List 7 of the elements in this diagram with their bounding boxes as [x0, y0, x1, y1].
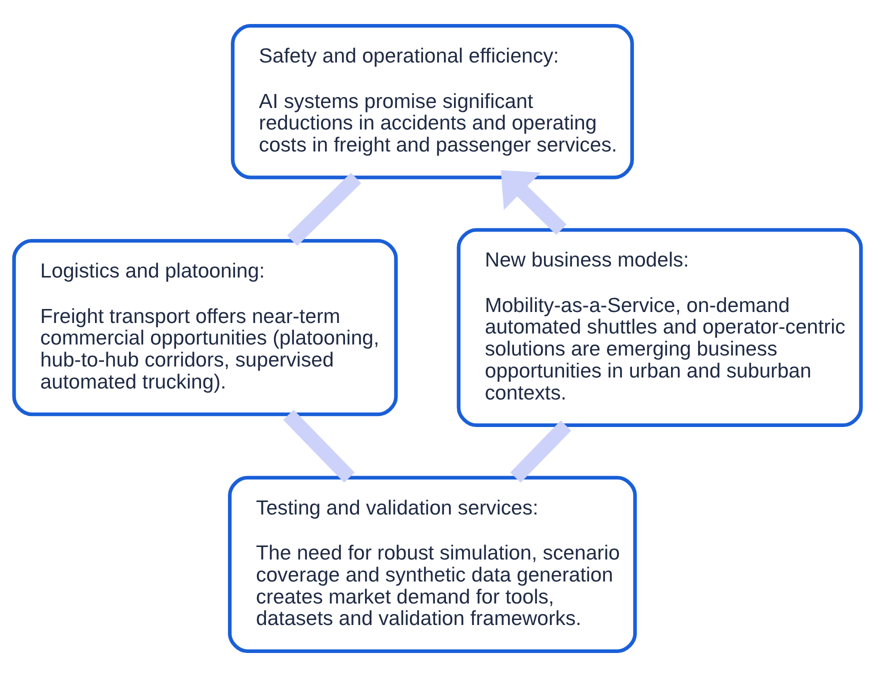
node-box: Testing and validation services: The need for robust simulation, scenario coverage and synthetic data generation creates market demand for tools, datasets and validation frameworks.: [228, 476, 637, 653]
arrow: [500, 170, 567, 235]
connector: [287, 172, 362, 246]
node-box: Safety and operational efficiency: AI systems promise significant reductions in accidents and operating costs in freight and passenger services.: [230, 24, 634, 180]
node-box: New business models: Mobility-as-a-Service, on-demand automated shuttles and operator-centric solutions are emerging business opportunities in urban and suburban contexts.: [456, 228, 863, 428]
node-box: Logistics and platooning: Freight transport offers near-term commercial opportunities (platooning, hub-to-hub corridors, supervised automated trucking).: [12, 239, 398, 416]
connector: [283, 410, 355, 483]
